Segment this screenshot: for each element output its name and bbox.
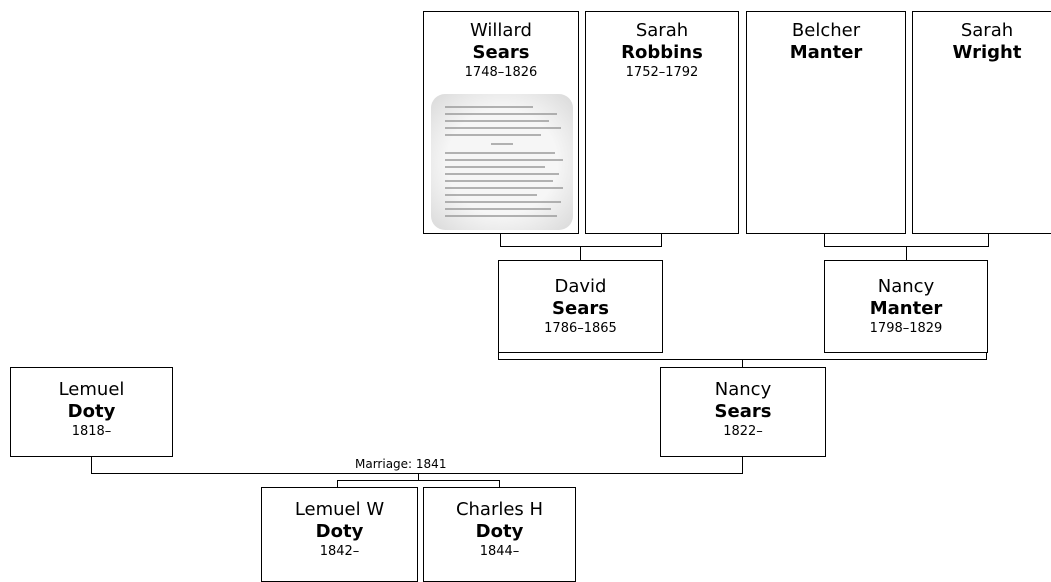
given-name: Lemuel	[58, 379, 125, 400]
person-card-nancy-manter[interactable]: Nancy Manter 1798–1829	[824, 260, 988, 353]
document-text-line	[445, 159, 563, 161]
life-dates: 1822–	[723, 424, 763, 439]
life-dates: 1798–1829	[869, 321, 943, 336]
connector-line	[906, 246, 907, 261]
person-card-sarah-robbins[interactable]: Sarah Robbins 1752–1792	[585, 11, 739, 234]
connector-line	[418, 473, 419, 480]
given-name: David	[554, 276, 607, 297]
document-text-line	[445, 208, 551, 210]
person-card-nancy-sears[interactable]: Nancy Sears 1822–	[660, 367, 826, 457]
document-text-line	[445, 134, 541, 136]
connector-line	[988, 233, 989, 247]
connector-line	[824, 233, 825, 247]
person-card-lemuel-w-doty[interactable]: Lemuel W Doty 1842–	[261, 487, 418, 582]
connector-line	[91, 456, 92, 474]
document-thumbnail[interactable]	[431, 94, 573, 230]
given-name: Lemuel W	[294, 499, 385, 520]
surname: Doty	[475, 521, 524, 542]
document-text-line	[445, 113, 557, 115]
given-name: Nancy	[877, 276, 935, 297]
document-text-line	[445, 215, 557, 217]
given-name: Belcher	[791, 20, 861, 41]
person-card-sarah-wright[interactable]: Sarah Wright	[912, 11, 1051, 234]
person-card-david-sears[interactable]: David Sears 1786–1865	[498, 260, 663, 353]
surname: Robbins	[621, 42, 703, 63]
document-text-line	[445, 173, 559, 175]
document-text-line	[491, 143, 513, 145]
given-name: Sarah	[635, 20, 689, 41]
document-text-line	[445, 120, 549, 122]
surname: Sears	[552, 298, 609, 319]
life-dates: 1844–	[479, 544, 520, 559]
surname: Manter	[789, 42, 863, 63]
connector-line	[337, 480, 500, 481]
document-text-line	[445, 180, 553, 182]
life-dates: 1786–1865	[544, 321, 617, 336]
connector-line	[661, 233, 662, 247]
surname: Sears	[714, 401, 772, 422]
person-card-belcher-manter[interactable]: Belcher Manter	[746, 11, 906, 234]
document-text-line	[445, 201, 561, 203]
given-name: Nancy	[714, 379, 772, 400]
connector-line	[742, 456, 743, 474]
document-text-line	[445, 106, 533, 108]
person-card-willard-sears[interactable]: Willard Sears 1748–1826	[423, 11, 579, 234]
connector-line	[742, 359, 743, 368]
person-card-charles-h-doty[interactable]: Charles H Doty 1844–	[423, 487, 576, 582]
marriage-label: Marriage: 1841	[353, 457, 449, 471]
connector-line	[498, 352, 499, 360]
document-text-line	[445, 152, 555, 154]
document-text-line	[445, 194, 537, 196]
surname: Doty	[67, 401, 116, 422]
connector-line	[580, 246, 581, 261]
person-card-lemuel-doty[interactable]: Lemuel Doty 1818–	[10, 367, 173, 457]
connector-line	[499, 480, 500, 488]
given-name: Sarah	[960, 20, 1014, 41]
surname: Wright	[952, 42, 1022, 63]
connector-line	[91, 473, 743, 474]
document-text-line	[445, 166, 545, 168]
connector-line	[500, 246, 662, 247]
connector-line	[500, 233, 501, 247]
document-text-line	[445, 127, 561, 129]
connector-line	[337, 480, 338, 488]
document-text-line	[445, 187, 563, 189]
life-dates: 1818–	[71, 424, 112, 439]
surname: Manter	[869, 298, 943, 319]
given-name: Willard	[470, 20, 532, 41]
surname: Doty	[315, 521, 364, 542]
life-dates: 1842–	[319, 544, 360, 559]
surname: Sears	[472, 42, 530, 63]
connector-line	[986, 352, 987, 360]
given-name: Charles H	[455, 499, 544, 520]
life-dates: 1752–1792	[625, 65, 699, 80]
life-dates: 1748–1826	[464, 65, 538, 80]
